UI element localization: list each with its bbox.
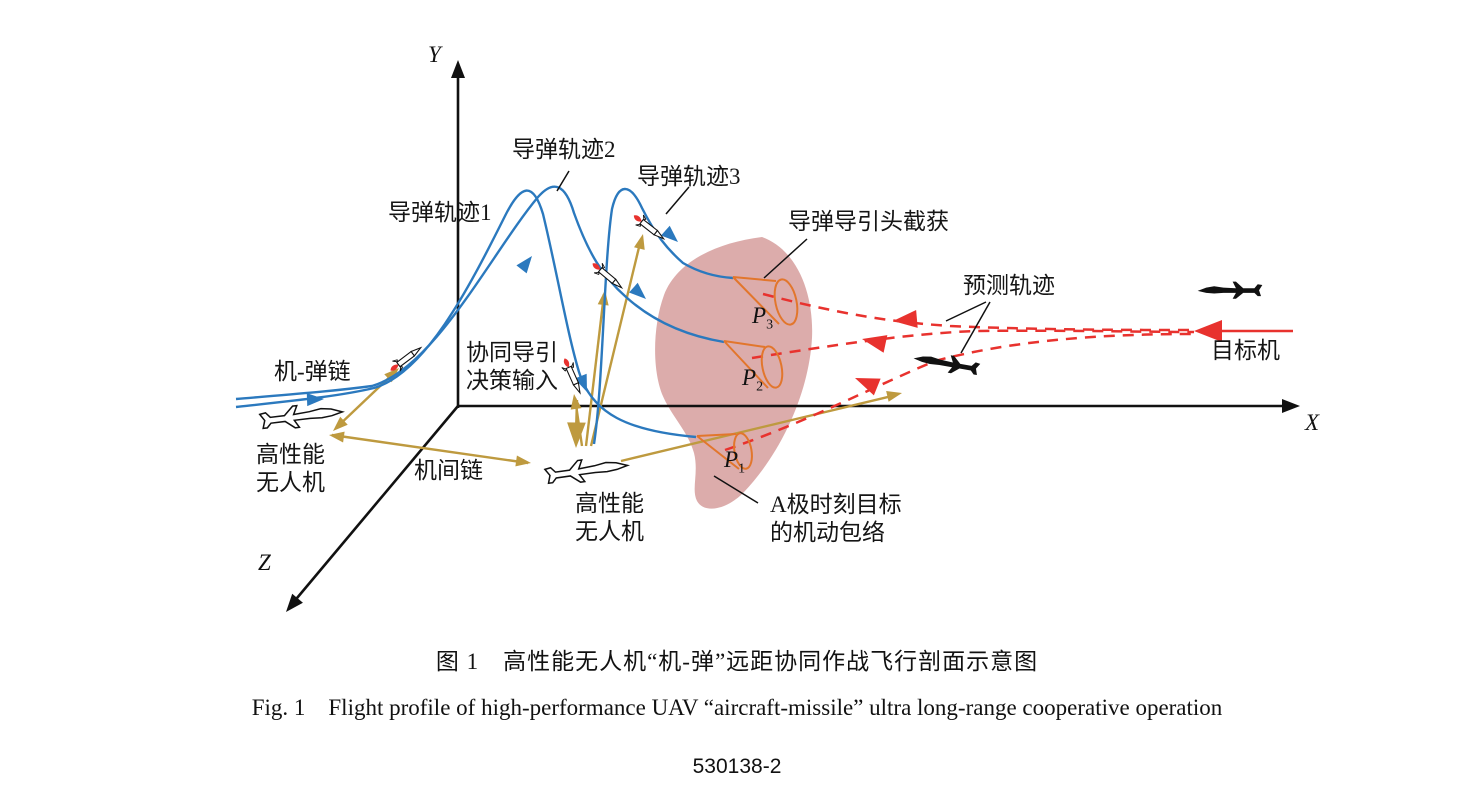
label-missile-trajectory-3: 导弹轨迹3: [637, 164, 741, 189]
label-uav-right: 高性能 无人机: [575, 491, 644, 545]
p1-letter: P: [724, 447, 739, 472]
predicted-arrowheads: [855, 309, 1222, 396]
y-axis-label: Y: [428, 42, 441, 67]
figure-caption-zh: 图 1 高性能无人机“机-弹”远距协同作战飞行剖面示意图: [435, 649, 1039, 674]
p2-subscript: 2: [756, 379, 764, 395]
flight-profile-diagram: [235, 60, 1300, 612]
uav-left-jet-icon: [258, 399, 345, 433]
label-seeker-intercept: 导弹导引头截获: [788, 209, 949, 234]
p2-letter: P: [742, 365, 757, 390]
label-missile-trajectory-2: 导弹轨迹2: [512, 137, 616, 162]
z-axis-label: Z: [258, 550, 271, 575]
label-cooperative-guidance-input: 协同导引 决策输入: [466, 340, 558, 394]
p1-subscript: 1: [738, 461, 746, 477]
seeker-cones: [696, 276, 799, 470]
datalink-arrows: [329, 234, 902, 467]
p3-letter: P: [752, 303, 767, 328]
label-pointer-lines: [556, 170, 991, 504]
missile-icon: [558, 355, 587, 397]
target-maneuver-envelope: [655, 237, 813, 509]
target-fighter-icon: [1197, 281, 1263, 299]
label-missile-trajectory-1: 导弹轨迹1: [388, 200, 492, 225]
trajectory-arrowheads: [306, 225, 678, 407]
label-inter-aircraft-link: 机间链: [414, 458, 483, 483]
page-code: 530138-2: [692, 755, 782, 778]
label-point-p2: P2: [742, 365, 763, 396]
evading-fighter-icon: [912, 348, 981, 378]
label-aircraft-missile-link: 机-弹链: [274, 359, 351, 384]
label-uav-left: 高性能 无人机: [256, 442, 325, 496]
uav-right-jet-icon: [543, 452, 630, 488]
p3-subscript: 3: [766, 317, 774, 333]
label-point-p1: P1: [724, 447, 745, 478]
label-predicted-trajectory: 预测轨迹: [963, 273, 1055, 298]
figure-caption-en: Fig. 1 Flight profile of high-performanc…: [251, 695, 1223, 720]
label-maneuver-envelope: A极时刻目标 的机动包络: [770, 492, 902, 546]
coordinate-axes: [286, 60, 1300, 612]
label-point-p3: P3: [752, 303, 773, 334]
label-target-aircraft: 目标机: [1211, 338, 1280, 363]
x-axis-label: X: [1305, 410, 1320, 435]
